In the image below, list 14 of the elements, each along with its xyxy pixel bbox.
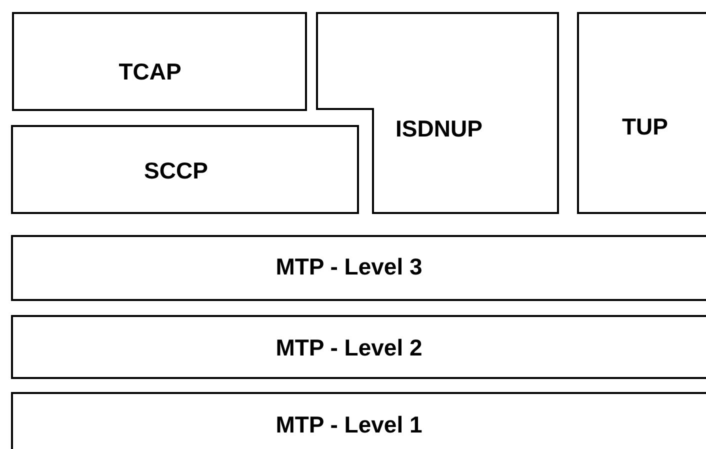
protocol-layer-box (11, 392, 706, 449)
protocol-layer-box (11, 315, 706, 379)
layer-label: ISDNUP (396, 116, 482, 142)
layer-label: TUP (622, 114, 668, 140)
protocol-layer-box (11, 235, 706, 301)
protocol-layer-box (12, 12, 307, 111)
layer-label: MTP - Level 2 (276, 334, 422, 362)
protocol-layer-box (577, 12, 706, 214)
layer-label: SCCP (144, 158, 208, 184)
layer-label: TCAP (118, 58, 182, 86)
layer-label: MTP - Level 3 (276, 254, 422, 280)
protocol-layer-box (11, 125, 359, 214)
layer-label: MTP - Level 1 (276, 412, 422, 438)
protocol-layer-box (316, 12, 559, 214)
